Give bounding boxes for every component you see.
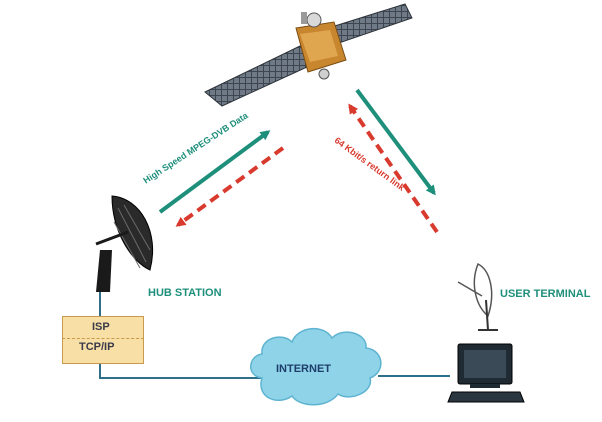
- isp-label: ISP: [92, 321, 110, 333]
- isp-divider: [62, 338, 144, 339]
- internet-label: INTERNET: [276, 363, 331, 375]
- tcp-ip-label: TCP/IP: [79, 341, 115, 353]
- user-terminal-label: USER TERMINAL: [500, 288, 591, 300]
- hub-station-label: HUB STATION: [148, 287, 222, 299]
- user-return-arrow: [348, 103, 439, 234]
- isp-box: [62, 316, 144, 364]
- cloud-icon: [250, 328, 382, 406]
- hub-downlink-arrow: [158, 130, 271, 214]
- isp-to-internet-line: [99, 364, 262, 379]
- small-dish-icon: [457, 262, 498, 331]
- computer-terminal-icon: [447, 343, 525, 403]
- satellite-dish-icon: [95, 195, 154, 292]
- user-downlink-arrow: [355, 88, 436, 196]
- hub-return-arrow: [175, 146, 285, 227]
- satellite-icon: [204, 3, 413, 107]
